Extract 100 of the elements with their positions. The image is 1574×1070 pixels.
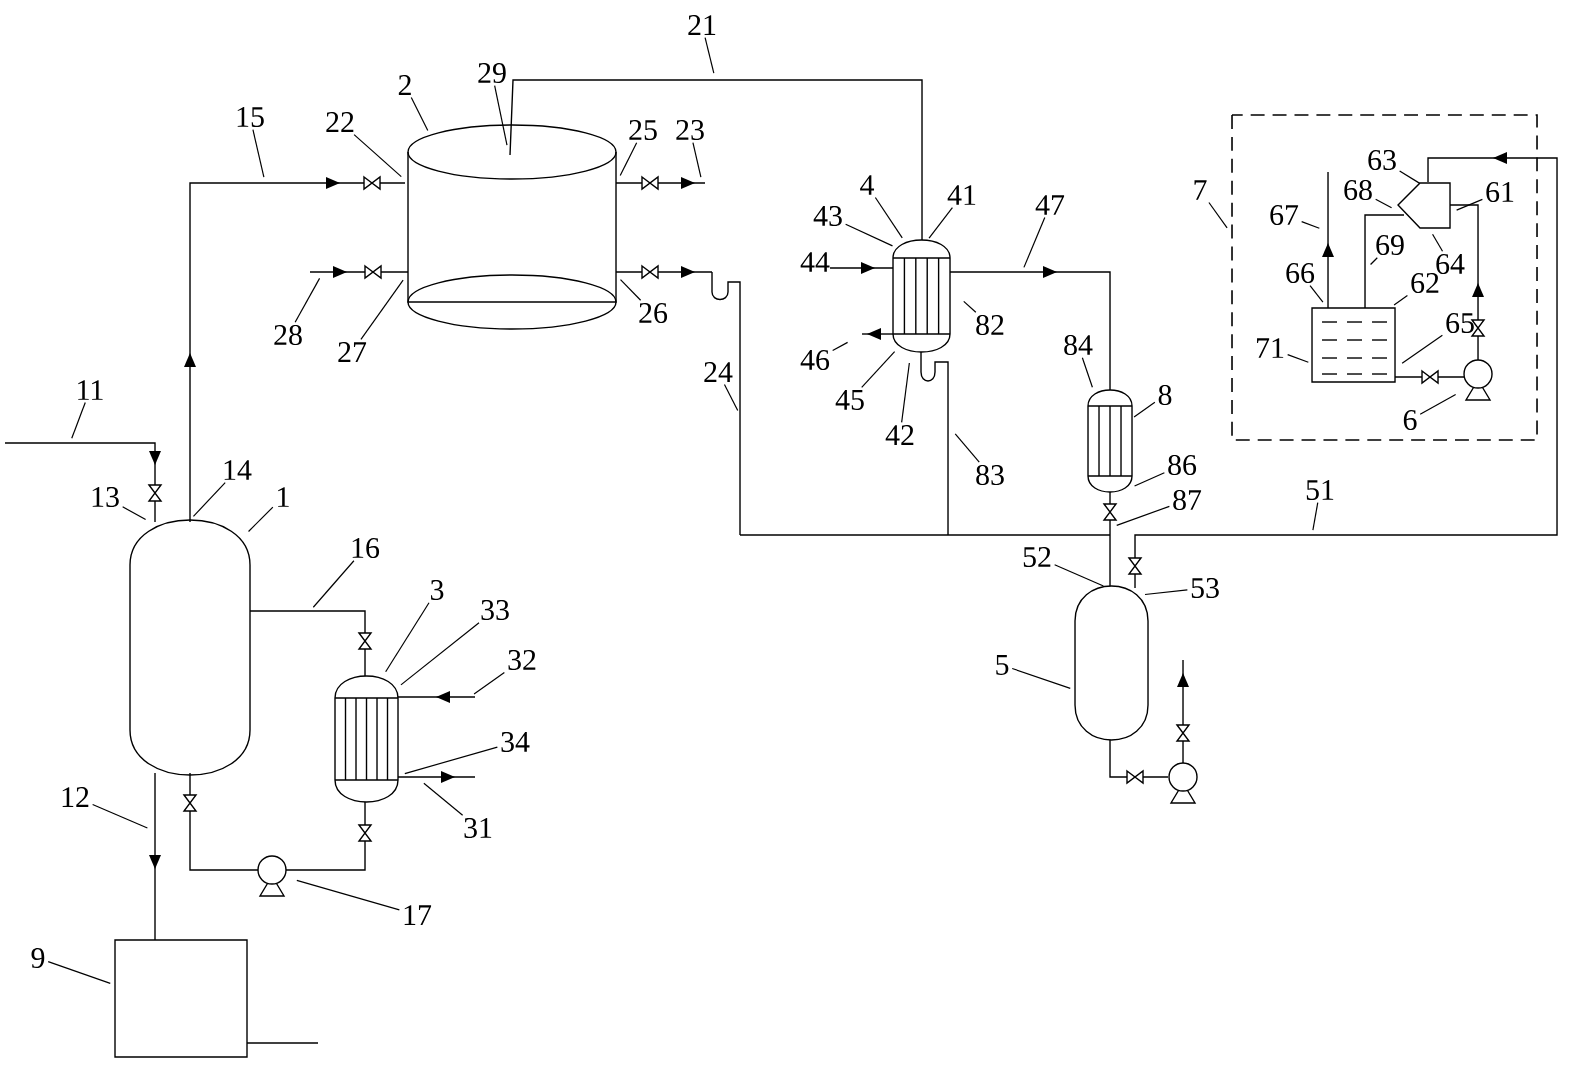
callout-number: 32 [508, 649, 536, 671]
leader-line [619, 279, 642, 301]
callout-number: 15 [237, 107, 264, 127]
leader-line [1144, 589, 1188, 596]
leader-line [901, 362, 910, 424]
leader-line [296, 879, 400, 911]
leader-line [1399, 170, 1421, 184]
callout-number: 5 [996, 655, 1009, 675]
callout-number: 11 [78, 380, 103, 400]
callout-number: 63 [1368, 149, 1396, 171]
leader-line [832, 341, 849, 352]
leader-line [494, 85, 508, 146]
leader-line [963, 300, 977, 313]
callout-number: 1 [278, 487, 289, 507]
callout-number: 27 [338, 342, 367, 362]
callout-number: 47 [1035, 195, 1065, 215]
callout-number: 6 [1403, 409, 1417, 431]
leader-line [192, 481, 226, 517]
callout-number: 3 [430, 579, 444, 601]
callout-number: 26 [639, 302, 668, 324]
leader-line [928, 206, 953, 239]
callout-number: 67 [1270, 204, 1299, 226]
callout-number: 12 [62, 787, 89, 807]
callout-number: 17 [404, 905, 432, 925]
callout-number: 53 [1191, 577, 1219, 599]
callout-number: 83 [976, 464, 1004, 486]
callout-number: 43 [813, 205, 842, 227]
callout-number: 13 [92, 486, 119, 508]
callout-number: 52 [1023, 546, 1051, 568]
leader-line [1134, 472, 1165, 487]
callout-number: 34 [501, 731, 530, 753]
callout-number: 62 [1411, 272, 1439, 294]
leader-line [360, 279, 404, 341]
leader-line [874, 196, 903, 239]
leader-line [1133, 401, 1156, 418]
leader-line [47, 961, 111, 984]
leader-line [473, 671, 505, 695]
callout-number: 65 [1446, 312, 1474, 334]
callout-number: 66 [1286, 262, 1315, 284]
callout-number: 51 [1306, 480, 1334, 500]
callout-number: 28 [274, 324, 302, 346]
leader-line [1401, 334, 1443, 364]
callout-number: 71 [1257, 338, 1284, 358]
leader-line [1369, 257, 1378, 266]
callout-number: 42 [885, 425, 914, 445]
callout-number: 8 [1158, 384, 1172, 406]
callout-number: 22 [326, 112, 354, 132]
callout-number: 84 [1064, 334, 1093, 356]
callout-number: 33 [481, 599, 509, 621]
leader-line [723, 384, 739, 412]
leader-line [861, 351, 896, 388]
leader-line [704, 37, 715, 74]
leader-line [1393, 295, 1408, 306]
callout-number: 64 [1436, 253, 1465, 275]
callout-number: 29 [478, 62, 506, 84]
leader-line [1023, 216, 1046, 268]
leader-line [1081, 357, 1093, 388]
callout-number: 82 [976, 314, 1004, 336]
callout-number: 25 [629, 119, 657, 141]
callout-number: 68 [1344, 179, 1372, 201]
callout-number: 61 [1486, 181, 1514, 203]
leader-line [1312, 502, 1319, 531]
callout-number: 41 [947, 185, 976, 205]
callout-number: 21 [688, 15, 716, 35]
leader-line [1054, 564, 1105, 587]
leader-line [385, 602, 430, 673]
callout-number: 16 [352, 537, 380, 559]
leader-line [1011, 667, 1071, 689]
leader-line [1375, 198, 1393, 209]
leader-line [92, 803, 148, 829]
callout-number: 4 [860, 175, 874, 195]
callout-number: 45 [835, 390, 864, 410]
callout-number: 87 [1173, 489, 1202, 511]
leader-line [252, 129, 265, 178]
leader-line [1456, 198, 1483, 211]
leader-line [1116, 505, 1170, 526]
leader-line [692, 142, 702, 178]
leader-line [294, 277, 321, 323]
callout-number: 46 [800, 349, 830, 371]
leader-line [312, 560, 355, 608]
callout-number: 44 [800, 252, 830, 272]
callout-number: 86 [1168, 454, 1197, 476]
leader-line [1419, 393, 1457, 415]
leader-line [400, 622, 480, 686]
leader-line [954, 433, 980, 463]
leader-line [353, 134, 402, 178]
leader-line [1431, 233, 1444, 252]
leader-line [410, 97, 429, 132]
leader-line [1287, 353, 1309, 363]
callout-number: 24 [704, 362, 733, 382]
callout-number: 2 [398, 75, 411, 95]
leader-line [619, 142, 638, 177]
leader-line [423, 782, 464, 816]
leader-line [122, 506, 147, 521]
leader-line [247, 506, 274, 533]
leader-line [1301, 221, 1320, 229]
callout-number: 31 [464, 817, 492, 839]
callout-number: 7 [1194, 180, 1207, 200]
callout-number: 69 [1376, 234, 1404, 256]
leader-line [1309, 285, 1324, 303]
